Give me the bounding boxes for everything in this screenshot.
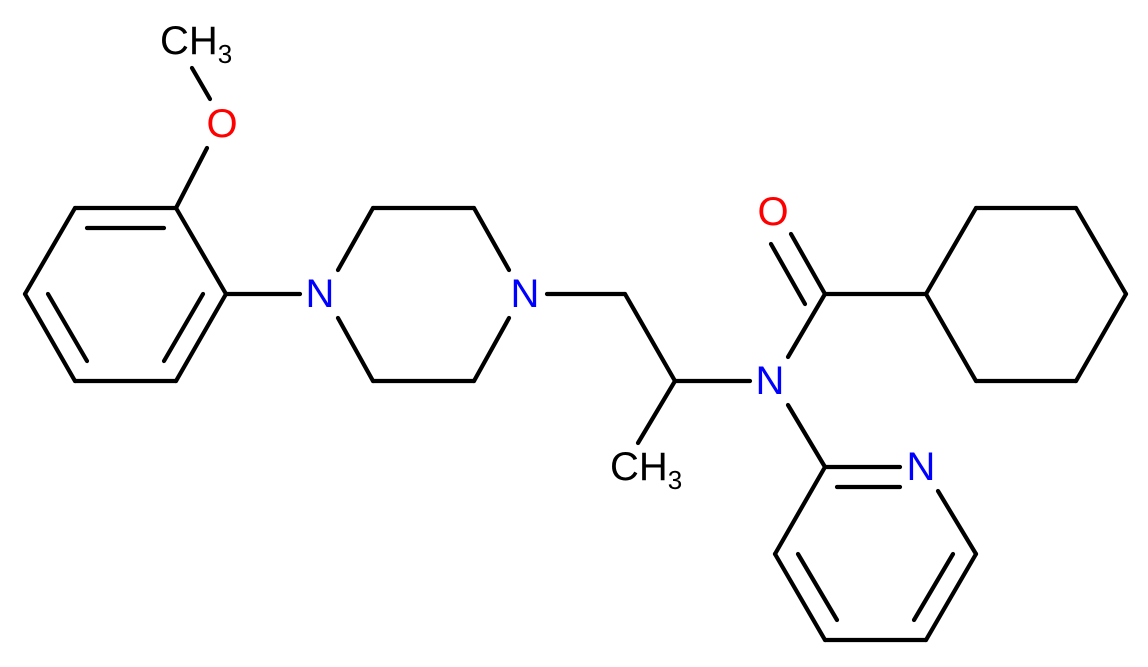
bond-ch2-ch <box>622 291 678 384</box>
atom-carbonyl-o: O <box>757 190 788 234</box>
bond-n-carbonyl <box>785 291 828 360</box>
bond-pyr-b <box>935 488 979 557</box>
bond-n-pyridyl <box>785 402 828 470</box>
bond-pip-f <box>335 315 376 384</box>
atom-propyl-ch3: CH3 <box>610 445 682 495</box>
bond-ring1-e-inner <box>161 291 206 364</box>
bond-pip-a <box>335 205 376 273</box>
bonds <box>22 65 1129 643</box>
atom-piperazine-n-left: N <box>306 272 335 316</box>
bond-ring1-b <box>22 205 78 297</box>
bond-chx-c <box>1073 205 1129 297</box>
atom-methoxy-ch3: CH3 <box>160 19 232 69</box>
atom-methoxy-o: O <box>206 102 237 146</box>
bond-ring1-c <box>22 291 78 384</box>
bond-ch-ch3 <box>635 378 678 446</box>
atom-methoxy-ch3-sub: 3 <box>218 39 232 69</box>
atom-pyridine-n: N <box>907 445 936 489</box>
bond-pyr-f <box>772 464 828 557</box>
bond-ring1-e <box>173 291 229 384</box>
bond-ch3-o <box>189 65 213 102</box>
atom-methoxy-ch3-main: CH <box>160 19 218 63</box>
bond-pip-c <box>471 205 512 273</box>
atom-amide-n: N <box>756 359 785 403</box>
bond-pyr-e-inner <box>795 551 840 623</box>
bond-chx-f <box>923 291 979 384</box>
bond-ring1-f <box>173 205 229 297</box>
bond-pyr-c-inner <box>911 551 956 623</box>
bond-o-aryl <box>173 145 210 211</box>
bond-pyr-c <box>923 551 979 643</box>
atom-propyl-ch3-main: CH <box>610 445 668 489</box>
bond-carbonyl-o <box>788 231 828 297</box>
bond-chx-d <box>1073 291 1129 384</box>
bond-ring1-c-inner <box>45 291 90 364</box>
atom-piperazine-n-right: N <box>511 272 540 316</box>
bond-carbonyl-o-2 <box>768 241 808 307</box>
atom-propyl-ch3-sub: 3 <box>668 465 682 495</box>
bond-chx-a <box>923 205 979 297</box>
atom-labels: CH3 O N N O N CH3 N <box>160 19 935 495</box>
bond-pip-d <box>471 315 512 384</box>
bond-pyr-e <box>772 551 828 643</box>
